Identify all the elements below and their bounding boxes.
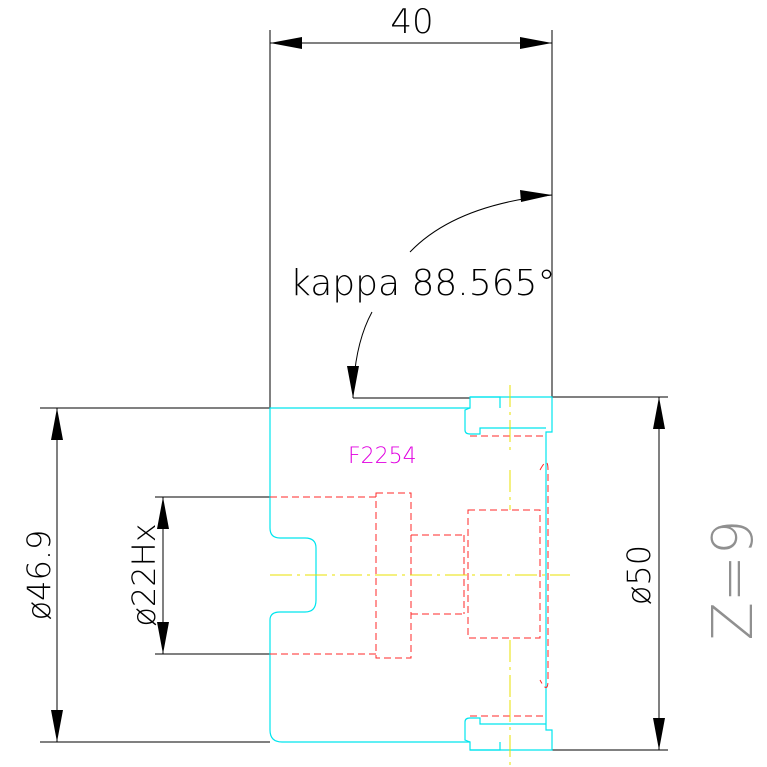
- hidden-counterbore: [467, 509, 541, 639]
- arrow-right-down-icon: [653, 718, 665, 750]
- arrow-down-icon: [51, 710, 63, 742]
- part-number-label: F2254: [348, 444, 417, 469]
- arrow-right-up-icon: [653, 397, 665, 429]
- kappa-angle-dimension: kappa 88.565°: [290, 190, 555, 399]
- centerlines: [270, 385, 570, 765]
- outer-diameter-right-text: ø50: [620, 545, 658, 605]
- kappa-arc-lower: [352, 311, 373, 399]
- tool-body-outline: [269, 396, 553, 751]
- bottom-insert-seat: [470, 742, 501, 751]
- kappa-angle-text: kappa 88.565°: [290, 263, 555, 304]
- width-dimension-text: 40: [390, 2, 433, 42]
- outer-diameter-left-dimension: ø46.9: [20, 407, 270, 743]
- arrow-right-icon: [520, 37, 552, 49]
- hidden-lines: [270, 435, 549, 717]
- width-dimension: 40: [269, 2, 553, 410]
- teeth-count-label: Z=9: [701, 520, 766, 641]
- arrow-kappa-upper-icon: [520, 190, 552, 202]
- arrow-left-icon: [270, 37, 302, 49]
- outer-diameter-left-text: ø46.9: [20, 530, 58, 621]
- hidden-keyway: [375, 492, 412, 659]
- arrow-bore-up-icon: [157, 497, 169, 529]
- bore-diameter-text: ø22Hx: [125, 523, 163, 626]
- bottom-insert-pocket: [464, 717, 546, 743]
- bore-diameter-dimension: ø22Hx: [125, 496, 270, 655]
- part-outline: [269, 396, 553, 751]
- outer-diameter-right-dimension: ø50: [552, 396, 668, 751]
- kappa-arc-upper: [409, 194, 553, 253]
- hidden-outer-face: [539, 462, 549, 688]
- arrow-kappa-lower-icon: [347, 366, 359, 398]
- arrow-up-icon: [51, 408, 63, 440]
- top-insert-pocket: [464, 407, 546, 435]
- top-insert-seat: [470, 396, 501, 408]
- arrow-bore-down-icon: [157, 622, 169, 654]
